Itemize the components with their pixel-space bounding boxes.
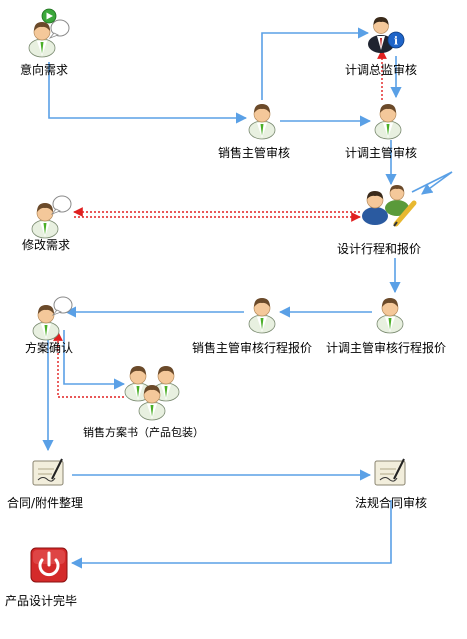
- node-proposal-book[interactable]: 销售方案书（产品包装）: [83, 365, 204, 439]
- power-icon: [30, 547, 68, 583]
- info-icon: [387, 31, 405, 49]
- node-label-proposal-book: 销售方案书（产品包装）: [83, 425, 204, 439]
- node-label-legal-review: 法规合同审核: [355, 495, 427, 510]
- node-done[interactable]: 产品设计完毕: [5, 547, 77, 608]
- person-icon: [374, 103, 402, 140]
- node-label-design: 设计行程和报价: [337, 241, 421, 256]
- reject-group-to-confirm: [53, 331, 124, 398]
- node-label-sales-itin-review: 销售主管审核行程报价: [192, 340, 312, 355]
- flow-arrows: [42, 27, 453, 569]
- node-sales-itin-review[interactable]: 销售主管审核行程报价: [192, 297, 312, 355]
- manager-info-icon: i: [368, 17, 405, 53]
- node-label-director-review: 计调总监审核: [345, 62, 417, 77]
- designers-pencil-icon: [362, 185, 417, 227]
- node-contract[interactable]: 合同/附件整理: [7, 458, 83, 510]
- group-icon: [124, 365, 180, 421]
- person-chat-icon: [32, 296, 73, 341]
- node-label-intent: 意向需求: [20, 62, 68, 77]
- pencil-icon: [393, 200, 417, 227]
- node-label-sales-review: 销售主管审核: [218, 145, 290, 160]
- node-label-planner-itin-review: 计调主管审核行程报价: [326, 340, 446, 355]
- node-design[interactable]: 设计行程和报价: [337, 185, 421, 256]
- node-planner-itin-review[interactable]: 计调主管审核行程报价: [326, 297, 446, 355]
- person-icon: [248, 103, 276, 140]
- person-chat-icon: [28, 8, 70, 58]
- node-confirm[interactable]: 方案确认: [25, 296, 73, 355]
- node-label-planner-review: 计调主管审核: [345, 145, 417, 160]
- person-chat-icon: [31, 195, 72, 239]
- document-sign-icon: [374, 458, 406, 486]
- node-label-modify: 修改需求: [22, 237, 70, 252]
- arrow-confirm-to-group: [63, 330, 126, 390]
- node-label-confirm: 方案确认: [25, 340, 73, 355]
- node-planner-review[interactable]: 计调主管审核: [345, 103, 417, 160]
- arrow-legal-to-done: [70, 500, 392, 569]
- arrow-intent-to-sales: [48, 62, 248, 124]
- node-director-review[interactable]: i 计调总监审核: [345, 17, 417, 77]
- node-intent[interactable]: 意向需求: [20, 8, 70, 77]
- person-icon: [248, 297, 276, 334]
- arrow-sales-to-director: [261, 27, 370, 100]
- reject-arrows: [53, 49, 387, 398]
- node-label-contract: 合同/附件整理: [7, 495, 83, 510]
- node-modify[interactable]: 修改需求: [22, 195, 72, 252]
- document-sign-icon: [32, 458, 64, 486]
- arrow-design-selfloop: [411, 171, 453, 195]
- person-icon: [376, 297, 404, 334]
- svg-text:i: i: [394, 35, 398, 48]
- node-sales-review[interactable]: 销售主管审核: [218, 103, 290, 160]
- node-label-done: 产品设计完毕: [5, 593, 77, 608]
- node-legal-review[interactable]: 法规合同审核: [355, 458, 427, 510]
